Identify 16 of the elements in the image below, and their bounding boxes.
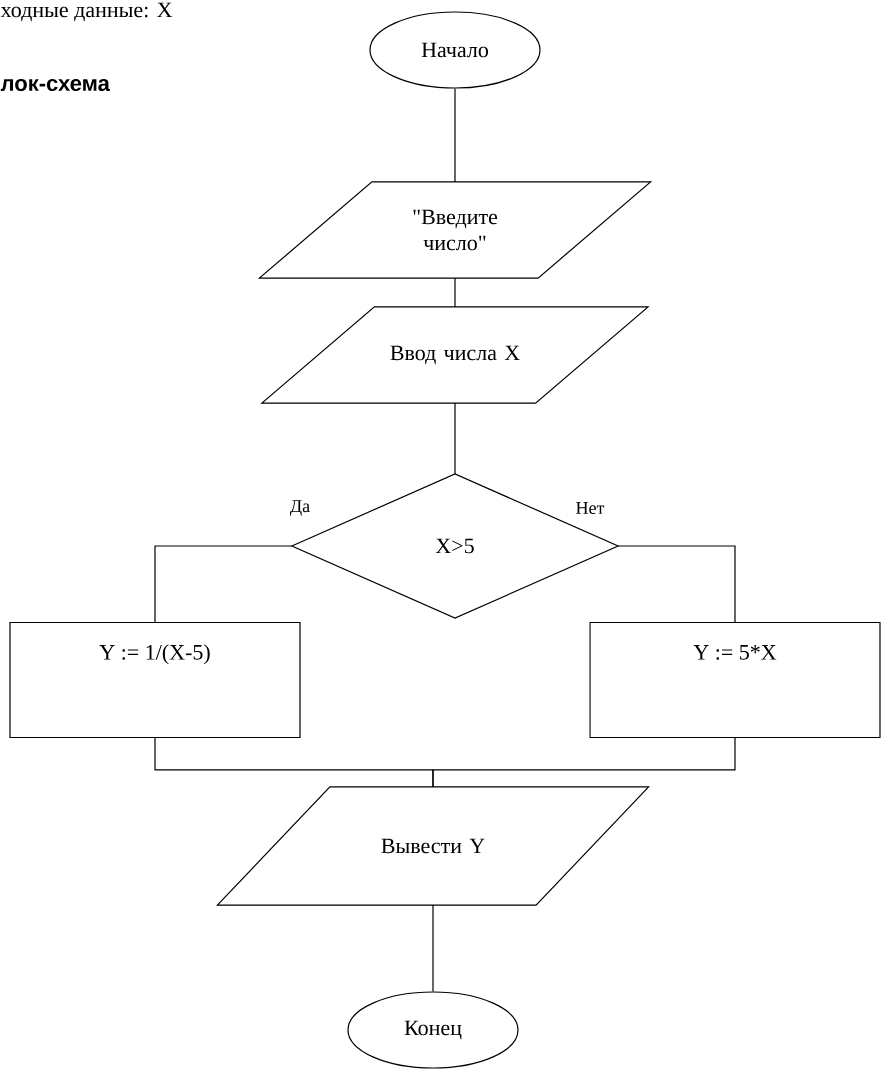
connector-line — [432, 904, 434, 992]
connector-line — [454, 88, 456, 183]
process-box: Y := 5*X — [589, 621, 881, 739]
input-output-parallelogram: Вывести Y — [216, 786, 650, 906]
edge-label: Да — [290, 500, 310, 516]
connector-line — [154, 545, 293, 623]
note-text: ходные данные: X — [0, 2, 173, 22]
connector-line — [432, 737, 736, 788]
start-oval: Начало — [369, 11, 541, 89]
connector-line — [454, 277, 456, 308]
end-oval: Конец — [347, 991, 519, 1069]
connector-line — [454, 402, 456, 475]
process-box: Y := 1/(X-5) — [9, 621, 301, 739]
heading: лок-схема — [0, 79, 110, 92]
edge-label: Нет — [576, 502, 605, 514]
connector-line — [617, 545, 736, 623]
